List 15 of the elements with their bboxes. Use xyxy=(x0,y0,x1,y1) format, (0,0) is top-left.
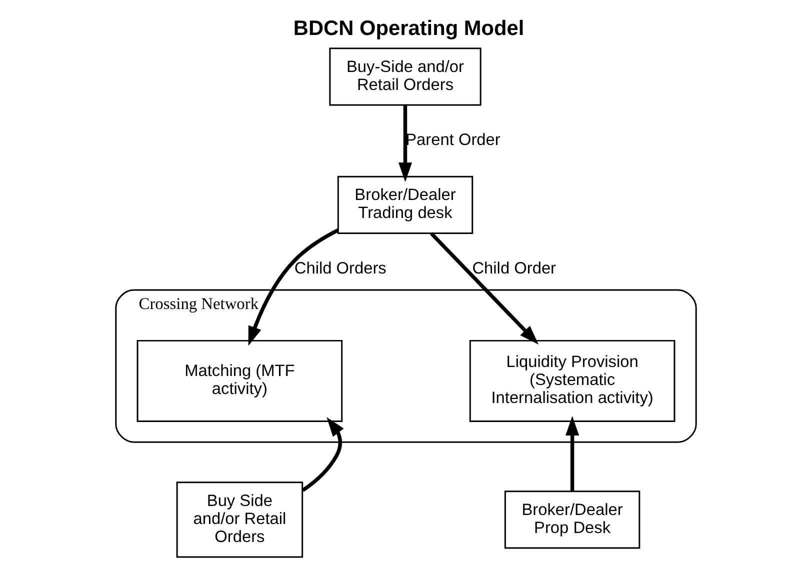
node-box: Matching (MTF activity) xyxy=(136,340,342,422)
arrow xyxy=(248,228,338,346)
node-box: Buy Side and/or Retail Orders xyxy=(176,482,303,558)
node-box: Buy-Side and/or Retail Orders xyxy=(328,48,481,106)
arrow xyxy=(430,232,538,344)
diagram-title: BDCN Operating Model xyxy=(292,17,524,40)
arrow xyxy=(301,417,344,492)
arrow xyxy=(398,105,412,182)
node-box: Broker/Dealer Trading desk xyxy=(336,176,473,234)
edge-label: Child Order xyxy=(472,259,556,278)
node-box: Liquidity Provision (Systematic Internalisation activity) xyxy=(468,340,675,422)
edge-label: Parent Order xyxy=(405,131,500,149)
arrow xyxy=(565,416,579,492)
node-box: Broker/Dealer Prop Desk xyxy=(504,490,640,549)
edge-label: Child Orders xyxy=(294,259,386,278)
